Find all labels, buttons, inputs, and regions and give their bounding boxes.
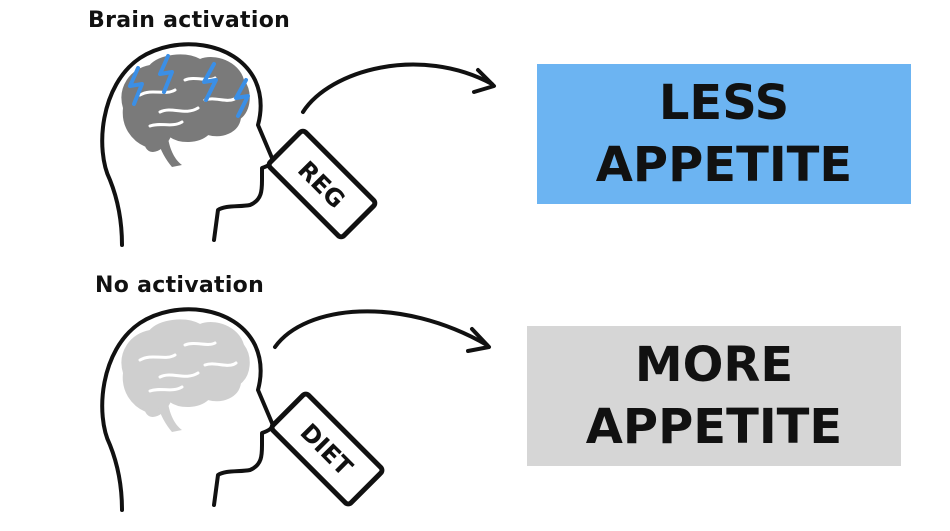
outcome-line-1: MORE (634, 337, 794, 393)
curved-arrow-icon (273, 309, 491, 353)
head-outline-icon (100, 307, 275, 512)
no-activation-illustration: DIET (100, 307, 491, 512)
head-outline-icon (100, 42, 275, 247)
outcome-line-2: APPETITE (595, 137, 853, 193)
heading-no-activation: No activation (95, 273, 265, 298)
brain-icon (121, 54, 250, 167)
lightning-bolt-icon (128, 54, 250, 118)
heading-brain-activation: Brain activation (88, 8, 291, 33)
outcome-line-1: LESS (658, 75, 790, 131)
curved-arrow-icon (301, 62, 496, 114)
outcome-box-more-appetite: MORE APPETITE (527, 326, 901, 466)
drink-can-icon: REG (266, 128, 378, 240)
outcome-line-2: APPETITE (585, 399, 843, 455)
activation-illustration: REG (100, 42, 496, 247)
row-activation: REG Brain activation LESS APPETITE (0, 0, 950, 265)
drink-can-icon: DIET (269, 391, 385, 507)
outcome-box-less-appetite: LESS APPETITE (537, 64, 911, 204)
brain-icon (121, 319, 250, 432)
row-no-activation: DIET No activation MORE APPETITE (0, 265, 950, 531)
